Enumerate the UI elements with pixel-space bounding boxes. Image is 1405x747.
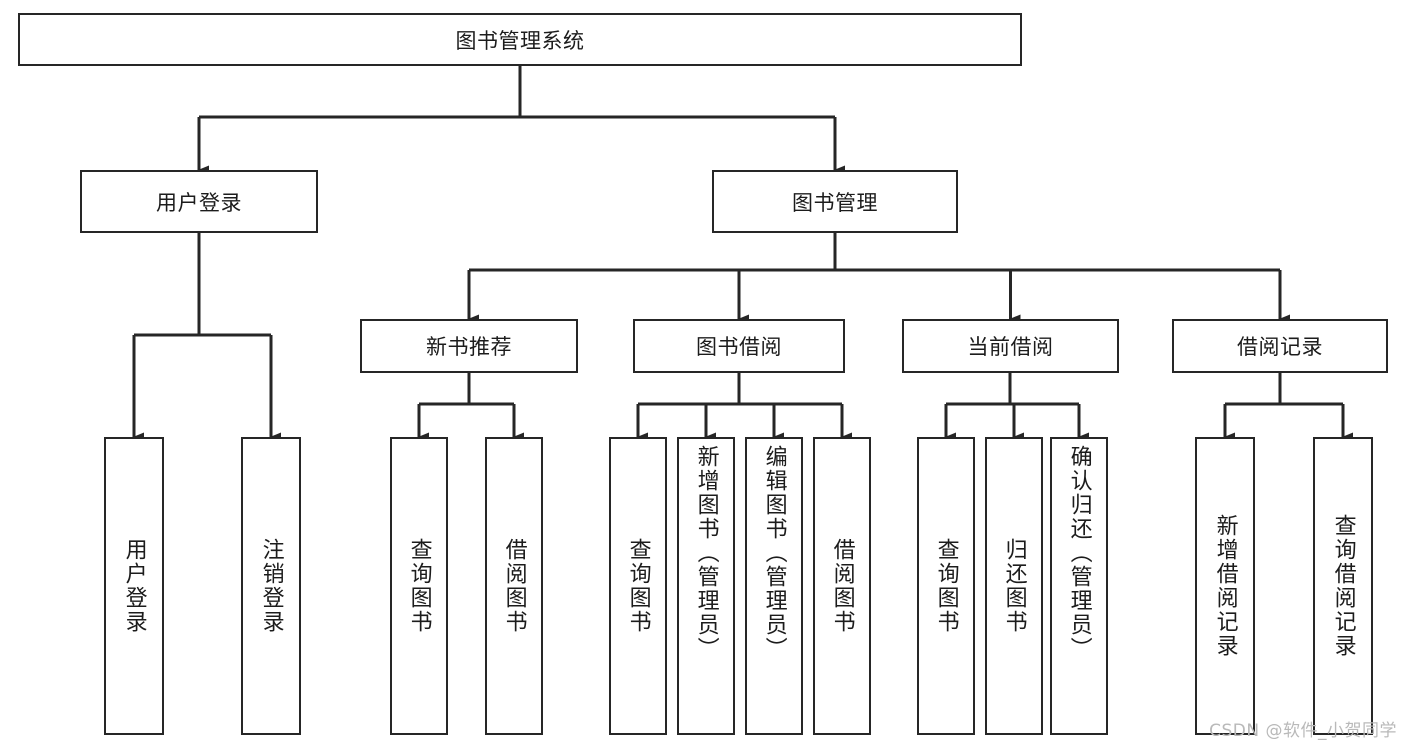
node-leaf_rec1[interactable]: 新增借阅记录	[1195, 437, 1255, 735]
node-leaf_bor2[interactable]: 新增图书（管理员）	[677, 437, 735, 735]
node-leaf_new1[interactable]: 查询图书	[390, 437, 448, 735]
node-label: 当前借阅	[967, 335, 1054, 359]
node-leaf_cur3[interactable]: 确认归还（管理员）	[1050, 437, 1108, 735]
node-label: 用户登录	[121, 538, 147, 634]
node-leaf_cur1[interactable]: 查询图书	[917, 437, 975, 735]
node-label: 编辑图书（管理员）	[761, 445, 787, 661]
node-leaf_rec2[interactable]: 查询借阅记录	[1313, 437, 1373, 735]
node-label: 新增图书（管理员）	[693, 445, 719, 661]
node-records[interactable]: 借阅记录	[1172, 319, 1388, 373]
node-leaf_login2[interactable]: 注销登录	[241, 437, 301, 735]
node-root[interactable]: 图书管理系统	[18, 13, 1022, 66]
node-label: 归还图书	[1001, 538, 1027, 634]
node-label: 借阅图书	[829, 538, 855, 634]
node-label: 图书管理	[792, 190, 878, 215]
node-label: 借阅记录	[1237, 335, 1323, 359]
node-label: 新增借阅记录	[1212, 514, 1238, 658]
node-leaf_bor4[interactable]: 借阅图书	[813, 437, 871, 735]
node-label: 用户登录	[156, 190, 242, 215]
node-newrec[interactable]: 新书推荐	[360, 319, 578, 373]
node-borrow[interactable]: 图书借阅	[633, 319, 845, 373]
node-label: 借阅图书	[501, 538, 527, 634]
node-label: 图书借阅	[696, 335, 782, 359]
node-label: 查询借阅记录	[1330, 514, 1356, 658]
node-label: 注销登录	[258, 538, 284, 634]
node-label: 确认归还（管理员）	[1066, 445, 1092, 661]
node-leaf_bor1[interactable]: 查询图书	[609, 437, 667, 735]
node-leaf_bor3[interactable]: 编辑图书（管理员）	[745, 437, 803, 735]
node-label: 查询图书	[933, 538, 959, 634]
watermark-text: CSDN @软件_小贺同学	[1209, 721, 1397, 741]
node-leaf_login1[interactable]: 用户登录	[104, 437, 164, 735]
node-label: 新书推荐	[426, 335, 512, 359]
node-leaf_new2[interactable]: 借阅图书	[485, 437, 543, 735]
edges	[132, 66, 1353, 442]
node-bookmgmt[interactable]: 图书管理	[712, 170, 958, 233]
node-label: 查询图书	[625, 538, 651, 634]
node-leaf_cur2[interactable]: 归还图书	[985, 437, 1043, 735]
node-login[interactable]: 用户登录	[80, 170, 318, 233]
node-label: 图书管理系统	[455, 28, 585, 53]
node-current[interactable]: 当前借阅	[902, 319, 1119, 373]
node-label: 查询图书	[406, 538, 432, 634]
